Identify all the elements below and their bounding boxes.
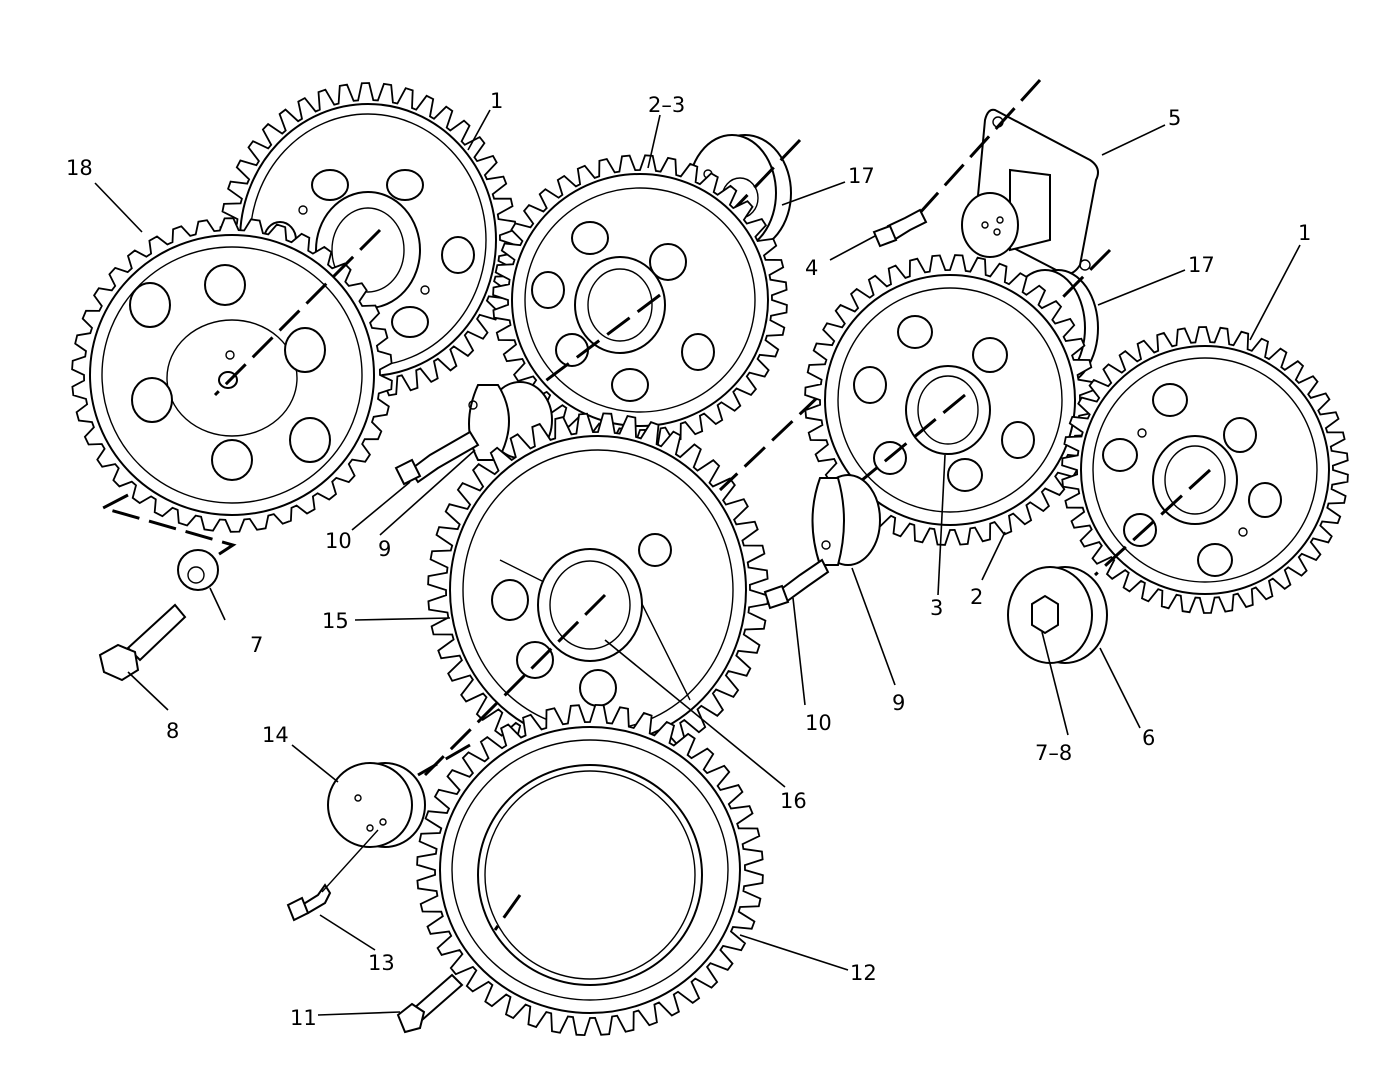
callout-5: 5 [1168, 106, 1181, 130]
callout-10-upper: 10 [325, 529, 352, 553]
callout-14: 14 [262, 723, 289, 747]
callout-4: 4 [805, 256, 818, 280]
callout-3: 3 [930, 596, 943, 620]
washer-7 [177, 549, 219, 591]
callout-7: 7 [250, 633, 263, 657]
callout-18: 18 [66, 156, 93, 180]
callout-17-top: 17 [848, 164, 875, 188]
gear-1-right [1061, 326, 1349, 614]
callout-1-top: 1 [490, 89, 503, 113]
callout-17-right: 17 [1188, 253, 1215, 277]
callout-15: 15 [322, 609, 349, 633]
callout-7-8: 7–8 [1035, 741, 1072, 765]
callout-12: 12 [850, 961, 877, 985]
gear-12 [416, 703, 764, 1037]
callout-16: 16 [780, 789, 807, 813]
callout-11: 11 [290, 1006, 317, 1030]
callout-10-lower: 10 [805, 711, 832, 735]
part-9-lower [811, 474, 881, 566]
gear-2-3-right [804, 254, 1096, 546]
callout-2-3-top: 2–3 [648, 93, 685, 117]
bolt-13 [286, 829, 379, 922]
callout-9-lower: 9 [892, 691, 905, 715]
part-14 [327, 762, 426, 848]
gear-2-3 [492, 154, 788, 446]
callout-13: 13 [368, 951, 395, 975]
callout-1-right: 1 [1298, 221, 1311, 245]
bolt-11 [396, 973, 464, 1034]
bolt-4 [872, 208, 928, 248]
callout-6: 6 [1142, 726, 1155, 750]
callout-9-upper: 9 [378, 537, 391, 561]
callout-8: 8 [166, 719, 179, 743]
gear-15 [427, 412, 769, 768]
part-5-housing [961, 108, 1099, 275]
leader-lines [94, 109, 1301, 1016]
callout-2: 2 [970, 585, 983, 609]
callout-labels: 1 2–3 18 17 5 4 17 1 10 9 7 8 15 3 2 10 … [66, 89, 1311, 1030]
part-6 [1007, 566, 1108, 664]
bolt-10-lower [763, 558, 830, 610]
bolt-8 [98, 603, 187, 682]
bolt-10-upper [394, 430, 480, 486]
